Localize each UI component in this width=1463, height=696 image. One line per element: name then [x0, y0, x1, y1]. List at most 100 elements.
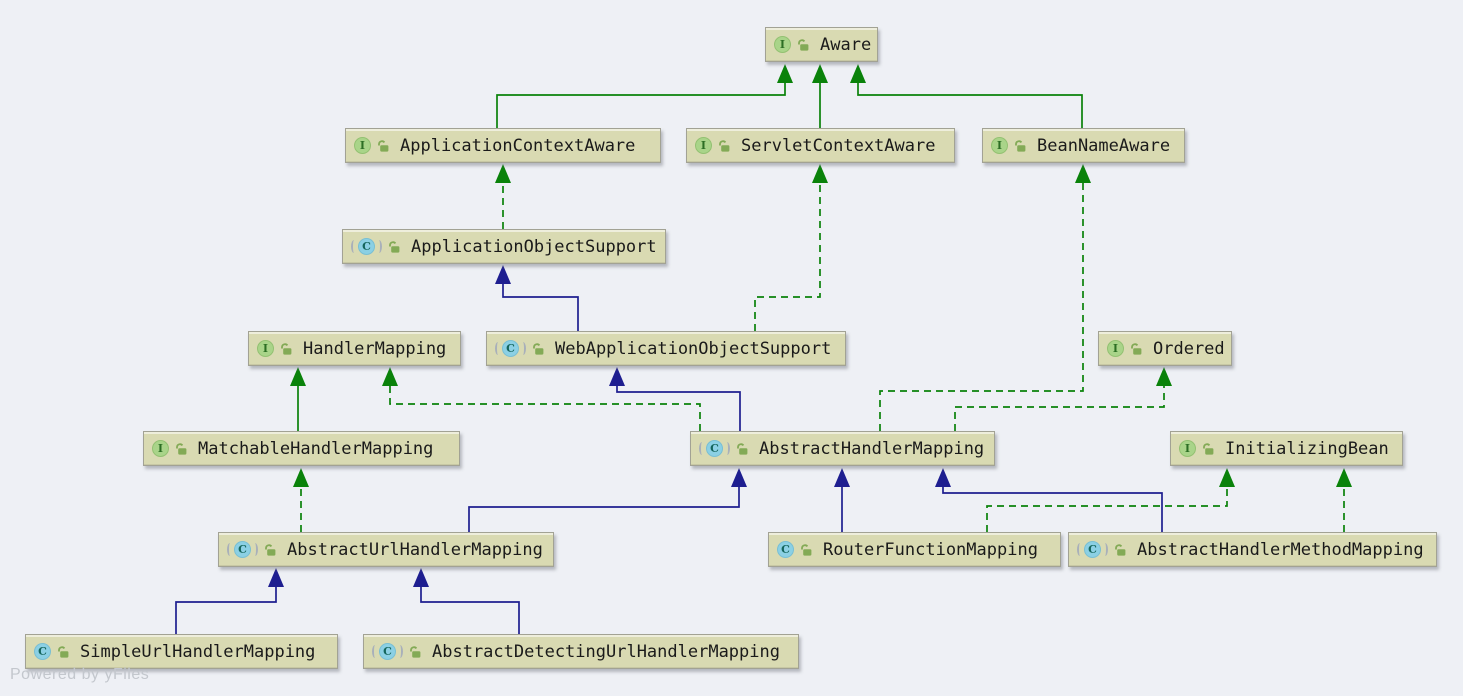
- node-label: SimpleUrlHandlerMapping: [80, 641, 316, 662]
- open-lock-icon: [263, 543, 277, 557]
- arrowhead-RouterFunctionMapping-to-AbstractHandlerMapping: [834, 468, 850, 487]
- interface-icon: I: [695, 137, 712, 154]
- open-lock-icon: [1201, 442, 1215, 456]
- interface-icon: I: [354, 137, 371, 154]
- arrowhead-ApplicationObjectSupport-to-ApplicationContextAware: [495, 164, 511, 183]
- abstract-marker-right: [252, 543, 258, 556]
- abstract-marker-right: [724, 442, 730, 455]
- arrowhead-AbstractHandlerMapping-to-BeanNameAware: [1075, 164, 1091, 183]
- class-icon: C: [777, 541, 794, 558]
- class-icon: C: [234, 541, 251, 558]
- yfiles-watermark: Powered by yFiles: [10, 666, 150, 683]
- arrowhead-SimpleUrlHandlerMapping-to-AbstractUrlHandlerMapping: [268, 568, 284, 587]
- abstract-marker-left: [372, 645, 378, 658]
- node-label: HandlerMapping: [303, 338, 447, 359]
- class-node-SimpleUrlHandlerMapping[interactable]: C SimpleUrlHandlerMapping: [25, 634, 338, 669]
- arrowhead-AbstractHandlerMapping-to-WebApplicationObjectSupport: [609, 367, 625, 386]
- class-icon: C: [1084, 541, 1101, 558]
- node-label: InitializingBean: [1225, 438, 1389, 459]
- interface-node-ServletContextAware[interactable]: I ServletContextAware: [686, 128, 955, 163]
- edge-extends-AbstractUrlHandlerMapping-to-AbstractHandlerMapping: [468, 487, 740, 532]
- open-lock-icon: [799, 543, 813, 557]
- node-label: MatchableHandlerMapping: [198, 438, 434, 459]
- interface-node-ApplicationContextAware[interactable]: I ApplicationContextAware: [345, 128, 661, 163]
- node-label: AbstractHandlerMethodMapping: [1137, 539, 1424, 560]
- open-lock-icon: [408, 645, 422, 659]
- abstract-marker-left: [495, 342, 501, 355]
- abstract-marker-left: [351, 240, 357, 253]
- node-label: ServletContextAware: [741, 135, 936, 156]
- arrowhead-AbstractHandlerMethodMapping-to-InitializingBean: [1336, 468, 1352, 487]
- edge-implements-AbstractHandlerMapping-to-HandlerMapping: [389, 386, 701, 431]
- class-icon: C: [379, 643, 396, 660]
- arrowhead-MatchableHandlerMapping-to-HandlerMapping: [290, 367, 306, 386]
- arrowhead-AbstractHandlerMapping-to-Ordered: [1156, 367, 1172, 386]
- class-node-RouterFunctionMapping[interactable]: C RouterFunctionMapping: [768, 532, 1061, 567]
- edge-extends-WebApplicationObjectSupport-to-ApplicationObjectSupport: [502, 284, 579, 331]
- class-icon: C: [502, 340, 519, 357]
- node-label: ApplicationContextAware: [400, 135, 636, 156]
- open-lock-icon: [1129, 342, 1143, 356]
- interface-node-Ordered[interactable]: I Ordered: [1098, 331, 1232, 366]
- abstract-class-node-AbstractHandlerMapping[interactable]: C AbstractHandlerMapping: [690, 431, 995, 466]
- edge-extends-AbstractHandlerMapping-to-WebApplicationObjectSupport: [616, 386, 741, 431]
- abstract-marker-right: [376, 240, 382, 253]
- open-lock-icon: [1113, 543, 1127, 557]
- arrowhead-AbstractUrlHandlerMapping-to-AbstractHandlerMapping: [731, 468, 747, 487]
- interface-node-InitializingBean[interactable]: I InitializingBean: [1170, 431, 1403, 466]
- abstract-marker-left: [227, 543, 233, 556]
- class-icon: C: [706, 440, 723, 457]
- node-label: RouterFunctionMapping: [823, 539, 1038, 560]
- interface-icon: I: [991, 137, 1008, 154]
- arrowhead-AbstractUrlHandlerMapping-to-MatchableHandlerMapping: [293, 468, 309, 487]
- edge-implements-WebApplicationObjectSupport-to-ServletContextAware: [754, 183, 821, 331]
- arrowhead-AbstractDetectingUrlHandlerMapping-to-AbstractUrlHandlerMapping: [413, 568, 429, 587]
- interface-icon: I: [1107, 340, 1124, 357]
- abstract-marker-right: [1102, 543, 1108, 556]
- open-lock-icon: [717, 139, 731, 153]
- edge-extends-ApplicationContextAware-to-Aware: [496, 83, 786, 128]
- open-lock-icon: [56, 645, 70, 659]
- arrowhead-WebApplicationObjectSupport-to-ServletContextAware: [812, 164, 828, 183]
- edge-extends-AbstractHandlerMethodMapping-to-AbstractHandlerMapping: [942, 487, 1163, 532]
- arrowhead-AbstractHandlerMethodMapping-to-AbstractHandlerMapping: [935, 468, 951, 487]
- node-label: AbstractDetectingUrlHandlerMapping: [432, 641, 780, 662]
- open-lock-icon: [174, 442, 188, 456]
- abstract-class-node-AbstractHandlerMethodMapping[interactable]: C AbstractHandlerMethodMapping: [1068, 532, 1437, 567]
- edge-extends-AbstractDetectingUrlHandlerMapping-to-AbstractUrlHandlerMapping: [420, 587, 520, 634]
- edge-implements-AbstractHandlerMapping-to-Ordered: [954, 386, 1165, 431]
- abstract-marker-right: [397, 645, 403, 658]
- abstract-class-node-AbstractUrlHandlerMapping[interactable]: C AbstractUrlHandlerMapping: [218, 532, 554, 567]
- interface-icon: I: [1179, 440, 1196, 457]
- abstract-class-node-AbstractDetectingUrlHandlerMapping[interactable]: C AbstractDetectingUrlHandlerMapping: [363, 634, 799, 669]
- open-lock-icon: [376, 139, 390, 153]
- node-label: AbstractHandlerMapping: [759, 438, 985, 459]
- node-label: Aware: [820, 34, 872, 55]
- interface-icon: I: [152, 440, 169, 457]
- node-label: Ordered: [1153, 338, 1225, 359]
- class-icon: C: [358, 238, 375, 255]
- edge-implements-AbstractHandlerMapping-to-BeanNameAware: [879, 183, 1084, 431]
- class-icon: C: [34, 643, 51, 660]
- abstract-marker-left: [1077, 543, 1083, 556]
- edge-implements-RouterFunctionMapping-to-InitializingBean: [986, 487, 1228, 532]
- interface-node-MatchableHandlerMapping[interactable]: I MatchableHandlerMapping: [143, 431, 460, 466]
- node-label: AbstractUrlHandlerMapping: [287, 539, 543, 560]
- open-lock-icon: [735, 442, 749, 456]
- arrowhead-ApplicationContextAware-to-Aware: [777, 64, 793, 83]
- node-label: ApplicationObjectSupport: [411, 236, 657, 257]
- open-lock-icon: [279, 342, 293, 356]
- arrowhead-BeanNameAware-to-Aware: [850, 64, 866, 83]
- abstract-class-node-ApplicationObjectSupport[interactable]: C ApplicationObjectSupport: [342, 229, 666, 264]
- open-lock-icon: [1013, 139, 1027, 153]
- edge-extends-BeanNameAware-to-Aware: [857, 83, 1083, 128]
- open-lock-icon: [387, 240, 401, 254]
- abstract-marker-left: [699, 442, 705, 455]
- arrowhead-RouterFunctionMapping-to-InitializingBean: [1219, 468, 1235, 487]
